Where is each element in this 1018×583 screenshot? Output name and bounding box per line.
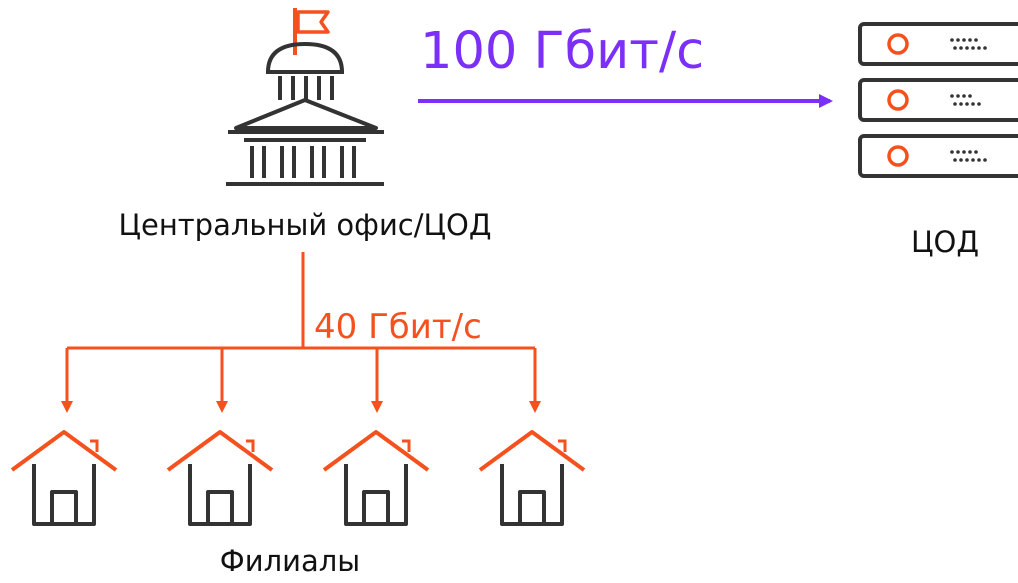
house-icon — [166, 430, 274, 526]
house-icon — [322, 430, 430, 526]
datacenter-label: ЦОД — [911, 225, 979, 259]
link-tree-hq-to-branches — [61, 252, 541, 413]
link-speed-hq-to-branches: 40 Гбит/с — [314, 307, 482, 347]
server-unit — [858, 22, 1018, 66]
link-speed-hq-to-dc: 100 Гбит/с — [420, 22, 705, 81]
hq-label: Центральный офис/ЦОД — [118, 208, 492, 242]
house-icon — [478, 430, 586, 526]
government-building-icon — [226, 8, 384, 186]
server-rack-icon — [858, 22, 1018, 178]
server-unit — [858, 134, 1018, 178]
branches-label: Филиалы — [219, 544, 361, 578]
server-unit — [858, 78, 1018, 122]
house-icon — [10, 430, 118, 526]
